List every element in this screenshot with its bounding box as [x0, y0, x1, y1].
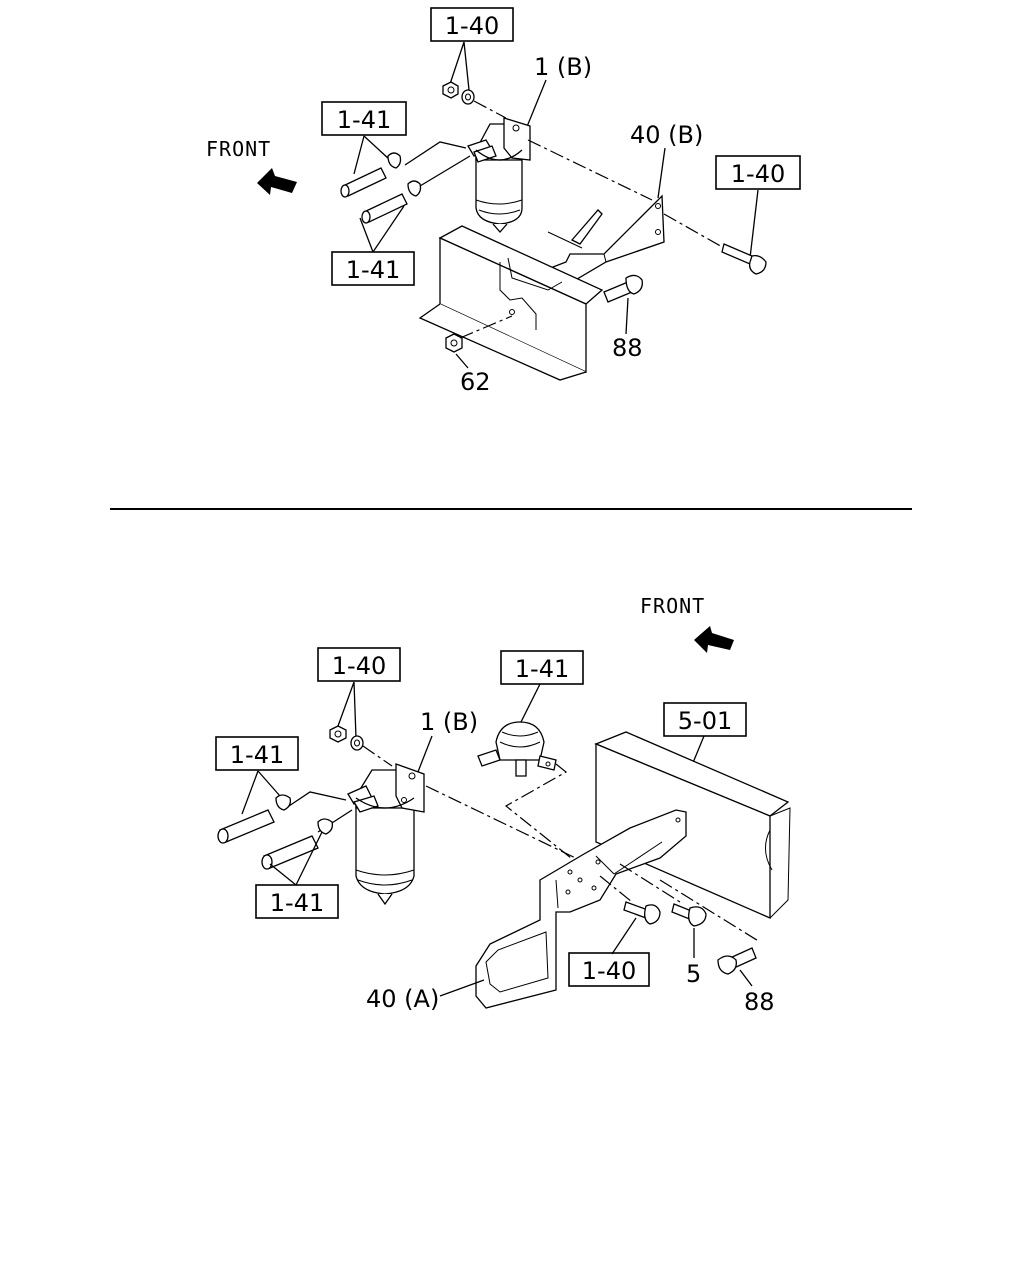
ref-1-40-bottom: 1-40 — [582, 957, 636, 985]
centerline — [459, 315, 513, 339]
hose-line-lower — [419, 155, 471, 187]
ref-1-41-pump: 1-41 — [515, 655, 569, 683]
ref-box-1-40-top — [430, 7, 514, 42]
hose-clamp-upper — [275, 794, 292, 811]
ref-1-40-top: 1-40 — [332, 652, 386, 680]
priming-pump — [477, 721, 557, 777]
leader-1-40-top — [337, 681, 357, 739]
nut-part — [442, 81, 459, 99]
ref-box-1-40-right — [715, 155, 801, 190]
hose-line-upper — [285, 791, 347, 809]
washer-part — [350, 735, 364, 751]
ref-5-01: 5-01 — [678, 707, 732, 735]
hose-clamp-lower — [317, 818, 334, 835]
leader-bracket-a — [439, 979, 485, 997]
leader-bracket-b — [657, 147, 666, 199]
ref-1-40-top: 1-40 — [445, 12, 499, 40]
leader-1-41-upper — [353, 135, 391, 175]
ref-box-5-01 — [663, 702, 747, 737]
nut-62 — [445, 333, 463, 353]
hose-lower — [261, 835, 319, 870]
label-bracket-b: 40 (B) — [630, 121, 703, 149]
bottom-view: FRONT 1-40 1 (B) 1-41 — [215, 594, 791, 1016]
ref-1-41-upper: 1-41 — [230, 741, 284, 769]
top-view: FRONT 1-40 1 (B) 1-41 — [206, 7, 801, 396]
ref-box-1-40-top — [317, 647, 401, 682]
ref-1-41-lower: 1-41 — [346, 256, 400, 284]
label-filter: 1 (B) — [534, 53, 592, 81]
leader-1-41-pump — [519, 683, 541, 725]
leader-1-41-upper — [241, 770, 281, 815]
front-label: FRONT — [206, 137, 271, 161]
hose-clamp-lower — [407, 180, 422, 197]
label-filter: 1 (B) — [420, 708, 478, 736]
centerline — [659, 879, 761, 943]
ref-box-1-40-bottom — [568, 952, 650, 987]
bolt-88 — [603, 274, 643, 303]
centerline — [599, 875, 633, 903]
label-bolt-5: 5 — [686, 960, 701, 988]
hose-upper — [217, 809, 275, 844]
leader-1-40-top — [449, 41, 470, 91]
centerline — [504, 763, 577, 863]
label-bracket-a: 40 (A) — [366, 985, 439, 1013]
washer-part — [461, 89, 475, 105]
leader-88 — [739, 969, 753, 987]
front-arrow-icon — [694, 626, 734, 653]
centerline — [473, 100, 507, 119]
centerline — [527, 139, 653, 201]
frame-rail — [594, 731, 791, 919]
front-arrow-icon — [257, 168, 297, 195]
leader-1-41-lower — [359, 205, 405, 253]
leader-1-41-lower — [269, 831, 323, 886]
leader-1-40-bottom — [611, 917, 637, 955]
hose-clamp-upper — [387, 152, 402, 169]
fuel-filter — [467, 117, 531, 233]
leader-88 — [625, 297, 629, 335]
leader-1-40-right — [749, 189, 759, 259]
centerline — [663, 213, 725, 249]
label-nut-62: 62 — [460, 368, 491, 396]
ref-box-1-41-pump — [500, 650, 584, 685]
frame-rail — [418, 225, 604, 381]
flange-bolt — [721, 243, 767, 275]
nut-part — [329, 725, 347, 743]
ref-1-40-right: 1-40 — [731, 160, 785, 188]
bolt-88 — [717, 947, 757, 975]
ref-1-41-upper: 1-41 — [337, 106, 391, 134]
ref-box-1-41-upper — [215, 736, 299, 771]
fuel-filter — [347, 763, 425, 906]
ref-box-1-41-upper — [321, 101, 407, 136]
centerline — [619, 863, 681, 903]
flange-bolt — [623, 901, 661, 925]
ref-box-1-41-lower — [255, 884, 339, 919]
label-bolt-88: 88 — [744, 988, 775, 1016]
bolt-5 — [671, 903, 707, 927]
hose-line-upper — [404, 141, 467, 166]
hose-lower — [361, 193, 408, 224]
leader-62 — [455, 353, 469, 369]
hose-upper — [340, 167, 387, 198]
label-bolt-88: 88 — [612, 334, 643, 362]
bracket-40a — [475, 809, 687, 1009]
centerline — [425, 785, 589, 865]
ref-1-41-lower: 1-41 — [270, 889, 324, 917]
centerline — [362, 745, 393, 767]
front-label: FRONT — [640, 594, 705, 618]
